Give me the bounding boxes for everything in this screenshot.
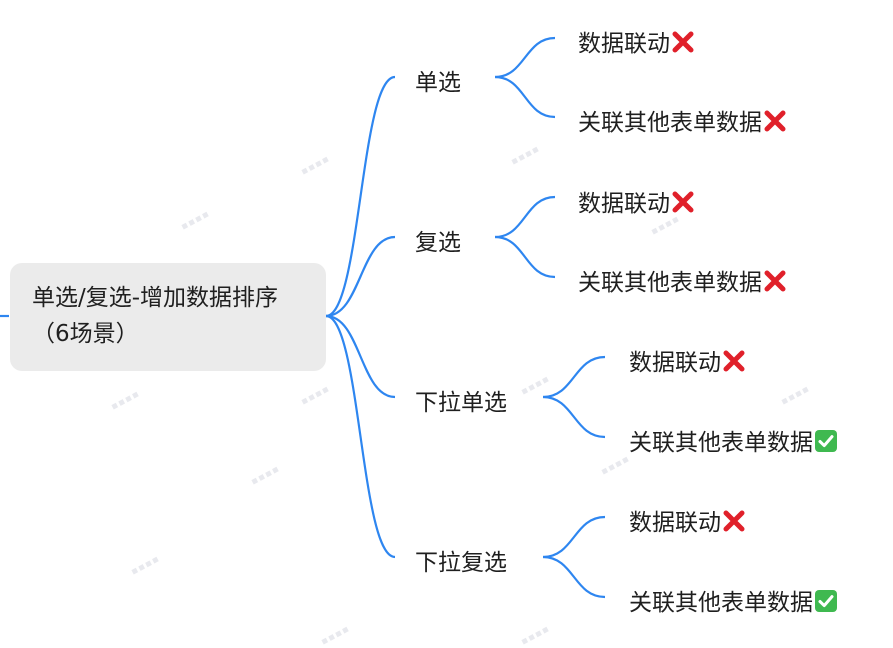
cross-mark-icon — [722, 509, 746, 533]
cross-mark-icon — [722, 349, 746, 373]
leaf-label: 关联其他表单数据 — [578, 270, 762, 296]
leaf-node[interactable]: 关联其他表单数据 — [578, 103, 787, 137]
check-mark-icon — [814, 589, 838, 613]
leaf-node[interactable]: 数据联动 — [629, 503, 746, 537]
branch-leaf-connector-3-0 — [542, 515, 606, 559]
check-mark-icon — [814, 429, 838, 453]
branch-label: 下拉单选 — [415, 390, 507, 416]
leaf-node[interactable]: 关联其他表单数据 — [629, 583, 838, 617]
cross-mark-icon — [763, 109, 787, 133]
cross-mark-icon — [763, 269, 787, 293]
branch-leaf-connector-0-0 — [494, 36, 556, 79]
branch-leaf-connector-2-1 — [542, 395, 606, 439]
leaf-node[interactable]: 数据联动 — [578, 184, 695, 218]
branch-leaf-connector-3-1 — [542, 555, 606, 599]
cross-mark-icon — [671, 190, 695, 214]
leaf-label: 关联其他表单数据 — [629, 430, 813, 456]
root-title: 单选/复选-增加数据排序 — [32, 285, 279, 311]
branch-leaf-connector-1-0 — [494, 195, 556, 239]
leaf-label: 数据联动 — [629, 350, 721, 376]
root-node[interactable]: 单选/复选-增加数据排序 （6场景） — [10, 263, 326, 371]
leaf-label: 数据联动 — [578, 31, 670, 57]
branch-leaf-connector-0-1 — [494, 75, 556, 119]
leaf-node[interactable]: 数据联动 — [629, 343, 746, 377]
leaf-node[interactable]: 关联其他表单数据 — [578, 263, 787, 297]
branch-label: 单选 — [415, 70, 461, 96]
branch-node-dropdown-multi[interactable]: 下拉复选 — [415, 543, 507, 577]
leaf-node[interactable]: 数据联动 — [578, 24, 695, 58]
root-subtitle: （6场景） — [32, 321, 139, 347]
leaf-label: 数据联动 — [629, 510, 721, 536]
branch-node-multi[interactable]: 复选 — [415, 223, 461, 257]
leaf-node[interactable]: 关联其他表单数据 — [629, 423, 838, 457]
root-branch-connector-1 — [325, 235, 396, 318]
leaf-label: 关联其他表单数据 — [578, 110, 762, 136]
root-branch-connector-2 — [325, 314, 396, 399]
branch-node-dropdown-single[interactable]: 下拉单选 — [415, 383, 507, 417]
leaf-label: 关联其他表单数据 — [629, 590, 813, 616]
cross-mark-icon — [671, 30, 695, 54]
branch-node-single[interactable]: 单选 — [415, 63, 461, 97]
branch-label: 下拉复选 — [415, 550, 507, 576]
branch-label: 复选 — [415, 230, 461, 256]
leaf-label: 数据联动 — [578, 191, 670, 217]
branch-leaf-connector-1-1 — [494, 235, 556, 279]
root-branch-connector-3 — [325, 314, 396, 559]
root-branch-connector-0 — [325, 75, 396, 318]
branch-leaf-connector-2-0 — [542, 355, 606, 399]
